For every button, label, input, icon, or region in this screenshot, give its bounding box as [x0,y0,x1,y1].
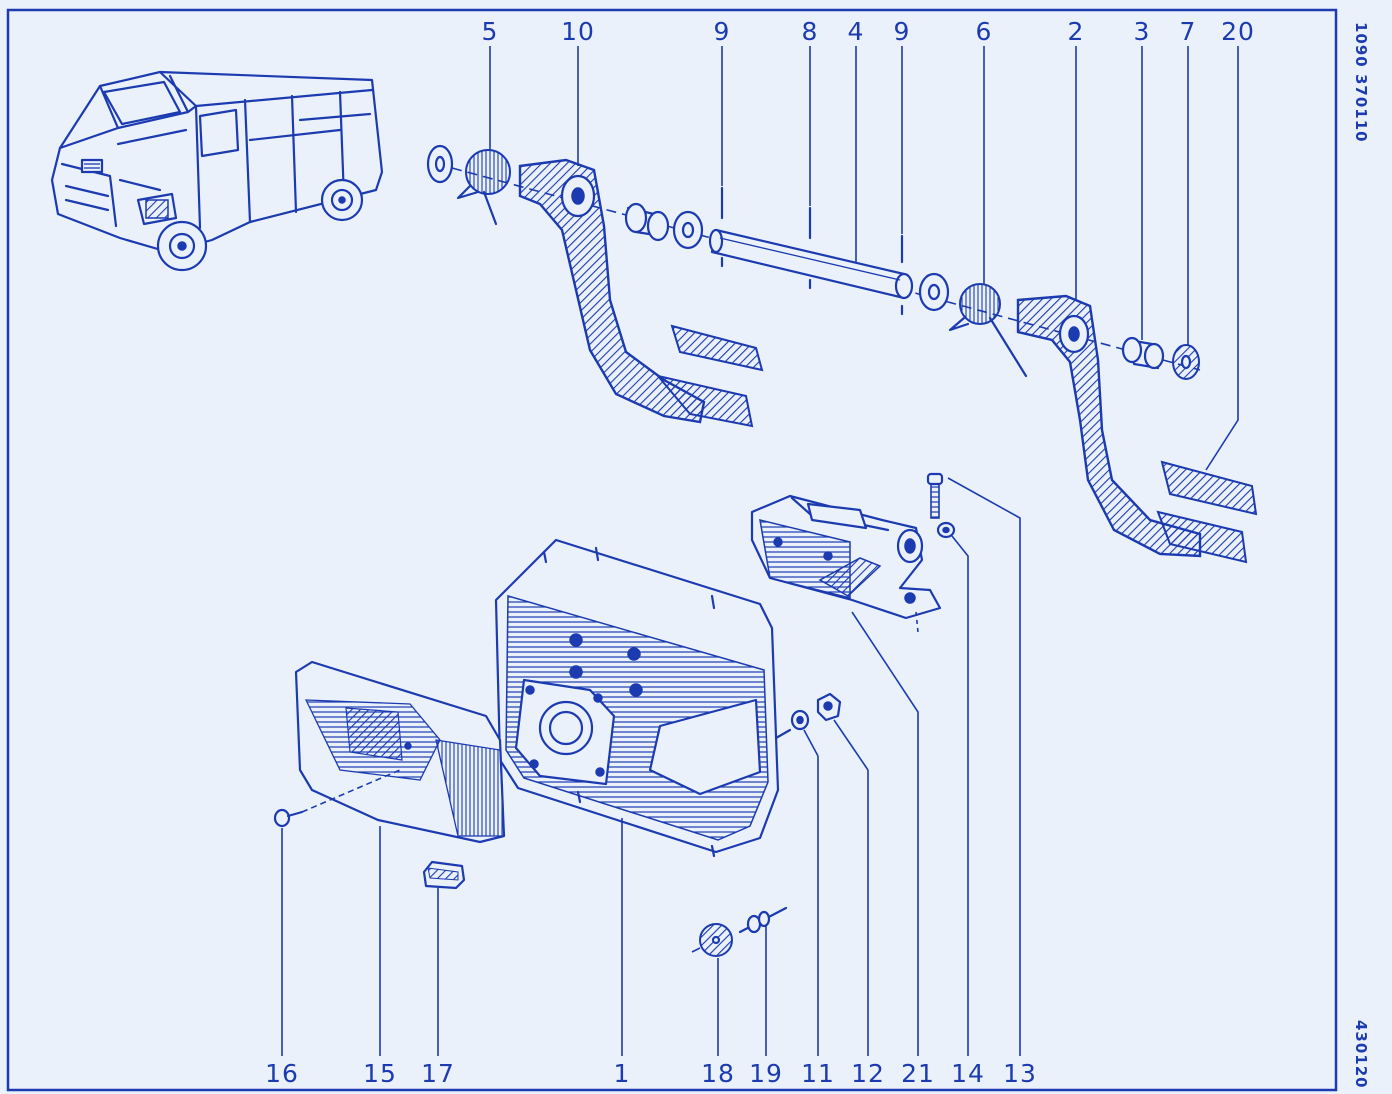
callout-11: 11 [801,1059,835,1088]
pivot-shaft-4 [708,228,914,300]
drawing-frame [6,8,1338,1092]
callout-8: 8 [802,17,819,46]
callout-9-right: 9 [894,17,911,46]
callout-5: 5 [482,17,499,46]
stop-screw-19 [738,906,788,934]
callout-14: 14 [951,1059,985,1088]
callout-10: 10 [561,17,595,46]
callout-3: 3 [1134,17,1151,46]
ref-code-bottom: 430120 [1352,1020,1370,1089]
leader-lines [281,46,1239,1056]
bush-3 [1121,336,1165,370]
callout-2: 2 [1068,17,1085,46]
callouts-top: 5 10 9 8 4 9 6 2 3 7 20 [482,17,1255,46]
bush-left [624,202,670,242]
callout-7: 7 [1180,17,1197,46]
washer-left [426,144,454,184]
washer-right [918,272,950,312]
callouts-bottom: 16 15 17 1 18 19 11 12 21 14 13 [265,1059,1037,1088]
stud [774,728,792,740]
screw-16 [273,808,304,828]
callout-9-left: 9 [714,17,731,46]
callout-17: 17 [421,1059,455,1088]
callout-6: 6 [976,17,993,46]
pedal-pad-20 [1160,460,1258,516]
return-spring-5 [456,149,511,226]
grommet-17 [422,860,466,890]
buffer-18 [691,923,733,957]
callout-21: 21 [901,1059,935,1088]
pedal-shaft-assembly [426,144,1258,564]
pedal-bracket-21 [750,494,942,633]
nut-12 [816,692,842,722]
callout-13: 13 [1003,1059,1037,1088]
ref-code-top: 1090 370110 [1352,22,1370,143]
callout-15: 15 [363,1059,397,1088]
van-illustration [50,70,384,272]
pedal-pad-lower [1156,510,1248,564]
cover-15 [294,660,506,844]
return-spring-6 [948,283,1028,378]
callout-18: 18 [701,1059,735,1088]
callout-1: 1 [614,1059,631,1088]
washer-11 [790,709,810,731]
callout-16: 16 [265,1059,299,1088]
bolt-13 [926,472,944,519]
callout-19: 19 [749,1059,783,1088]
pedal-pad-upper [670,324,764,372]
washer-mid [672,210,704,250]
callout-20: 20 [1221,17,1255,46]
pedal-housing-1 [494,538,780,858]
clutch-pedal-10 [518,158,754,428]
callout-4: 4 [848,17,865,46]
callout-12: 12 [851,1059,885,1088]
washer-14 [936,521,956,539]
